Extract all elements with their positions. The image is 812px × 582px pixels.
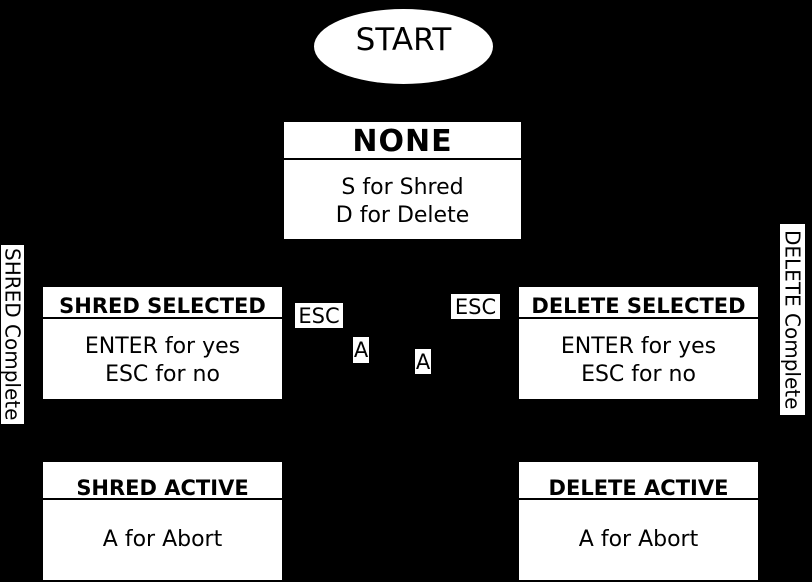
state-node-shred-active-title: SHRED ACTIVE bbox=[43, 462, 282, 500]
side-label-delete-complete: DELETE Complete bbox=[780, 224, 805, 415]
state-node-shred-selected-line: ESC for no bbox=[105, 362, 220, 387]
state-node-delete-selected-line: ENTER for yes bbox=[560, 334, 717, 359]
state-node-shred-active-body: A for Abort bbox=[43, 500, 282, 580]
side-label-shred-complete: SHRED Complete bbox=[1, 245, 25, 424]
state-node-delete-selected: DELETE SELECTED ENTER for yes ESC for no bbox=[519, 287, 758, 399]
state-node-shred-selected-title: SHRED SELECTED bbox=[43, 287, 282, 319]
edge-label-abort-left: A bbox=[353, 337, 369, 363]
start-label: START bbox=[355, 21, 452, 58]
state-node-none-title: NONE bbox=[284, 122, 521, 160]
state-node-delete-active-line: A for Abort bbox=[578, 527, 699, 552]
state-node-delete-selected-line: ESC for no bbox=[581, 362, 696, 387]
state-node-shred-selected: SHRED SELECTED ENTER for yes ESC for no bbox=[43, 287, 282, 399]
state-node-delete-active-title: DELETE ACTIVE bbox=[519, 462, 758, 500]
state-node-shred-selected-body: ENTER for yes ESC for no bbox=[43, 319, 282, 399]
state-node-delete-active-body: A for Abort bbox=[519, 500, 758, 580]
state-node-shred-active: SHRED ACTIVE A for Abort bbox=[43, 462, 282, 580]
edge-label-esc-left: ESC bbox=[295, 303, 343, 328]
state-node-none-body: S for Shred D for Delete bbox=[284, 160, 521, 239]
state-node-delete-selected-body: ENTER for yes ESC for no bbox=[519, 319, 758, 399]
edge-label-esc-right: ESC bbox=[451, 294, 500, 319]
start-node: START bbox=[314, 9, 493, 84]
state-node-shred-active-line: A for Abort bbox=[102, 527, 223, 552]
state-node-none-line: S for Shred bbox=[341, 174, 464, 200]
state-node-none-line: D for Delete bbox=[335, 202, 470, 228]
state-node-delete-active: DELETE ACTIVE A for Abort bbox=[519, 462, 758, 580]
edge-label-abort-right: A bbox=[415, 349, 431, 374]
state-node-shred-selected-line: ENTER for yes bbox=[84, 334, 241, 359]
state-node-none: NONE S for Shred D for Delete bbox=[284, 122, 521, 239]
state-node-delete-selected-title: DELETE SELECTED bbox=[519, 287, 758, 319]
